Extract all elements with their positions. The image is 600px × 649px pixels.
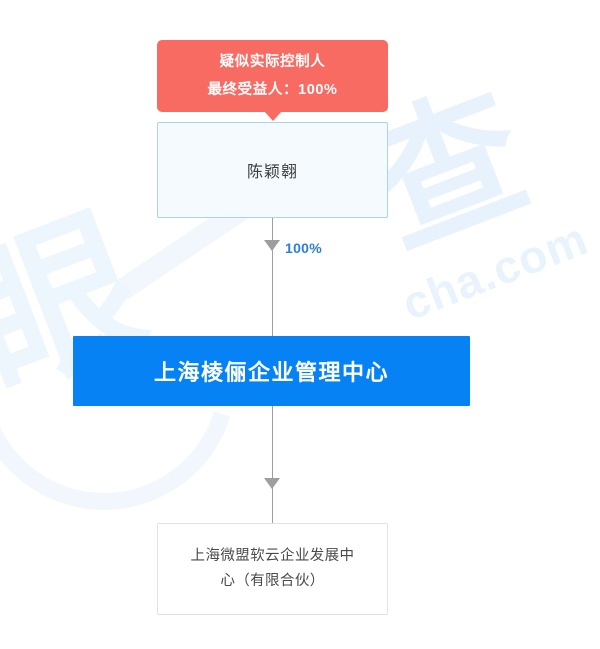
connector-line-person-to-primary bbox=[271, 218, 274, 336]
connector-line-primary-to-leaf bbox=[271, 406, 274, 523]
node-company-leaf-label-line1: 上海微盟软云企业发展中 bbox=[190, 548, 355, 564]
node-company-primary[interactable]: 上海棱俪企业管理中心 bbox=[73, 336, 470, 406]
node-company-primary-label: 上海棱俪企业管理中心 bbox=[153, 360, 389, 385]
node-company-leaf-label: 上海微盟软云企业发展中 心（有限合伙） bbox=[191, 544, 355, 594]
node-person-label: 陈颖翱 bbox=[246, 164, 298, 181]
connector-label-ownership-percent: 100% bbox=[285, 240, 323, 256]
connector-arrowhead-primary-to-leaf bbox=[264, 478, 280, 489]
node-company-leaf[interactable]: 上海微盟软云企业发展中 心（有限合伙） bbox=[157, 523, 388, 615]
suspected-actual-controller-badge[interactable]: 疑似实际控制人 最终受益人：100% bbox=[157, 40, 388, 121]
node-person-chen-yingao[interactable]: 陈颖翱 bbox=[157, 122, 388, 218]
connector-arrowhead-person-to-primary bbox=[264, 240, 280, 251]
badge-pointer-arrow-icon bbox=[263, 111, 282, 121]
node-company-leaf-label-line2: 心（有限合伙） bbox=[220, 573, 325, 589]
badge-beneficiary-text: 最终受益人：100% bbox=[207, 82, 338, 98]
badge-title-text: 疑似实际控制人 bbox=[219, 53, 326, 70]
